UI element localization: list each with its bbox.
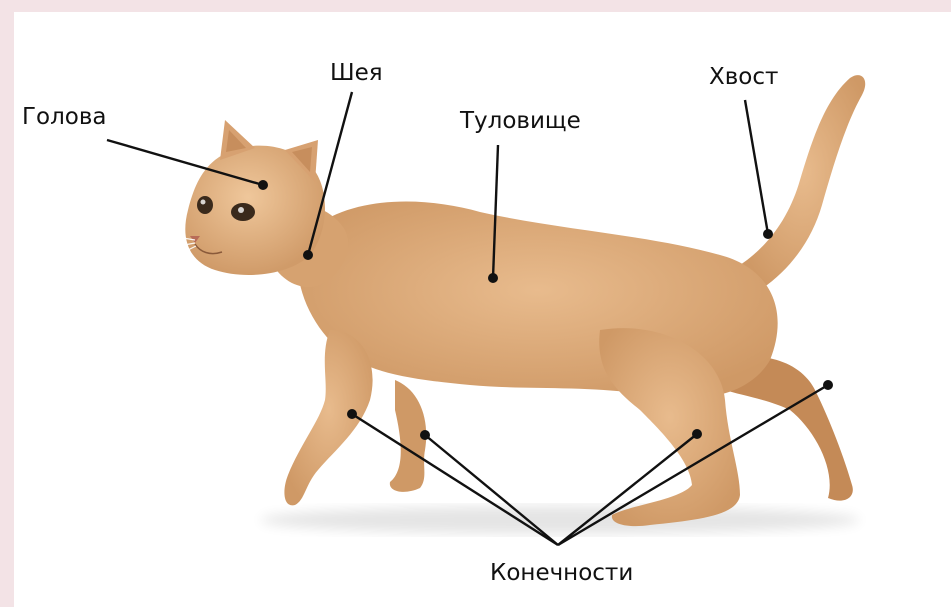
neck-dot bbox=[303, 250, 313, 260]
label-limbs: Конечности bbox=[490, 562, 633, 585]
label-tail: Хвост bbox=[709, 66, 778, 89]
label-torso: Туловище bbox=[460, 110, 581, 133]
limb-dot-1 bbox=[347, 409, 357, 419]
left-eye bbox=[197, 196, 213, 214]
tail-leader-line bbox=[745, 100, 768, 234]
tail-dot bbox=[763, 229, 773, 239]
limb-dot-4 bbox=[823, 380, 833, 390]
limb-dot-2 bbox=[420, 430, 430, 440]
head-dot bbox=[258, 180, 268, 190]
limb-dot-3 bbox=[692, 429, 702, 439]
torso-dot bbox=[488, 273, 498, 283]
label-head: Голова bbox=[22, 106, 107, 129]
ground-shadow bbox=[260, 506, 860, 534]
label-neck: Шея bbox=[330, 62, 383, 85]
